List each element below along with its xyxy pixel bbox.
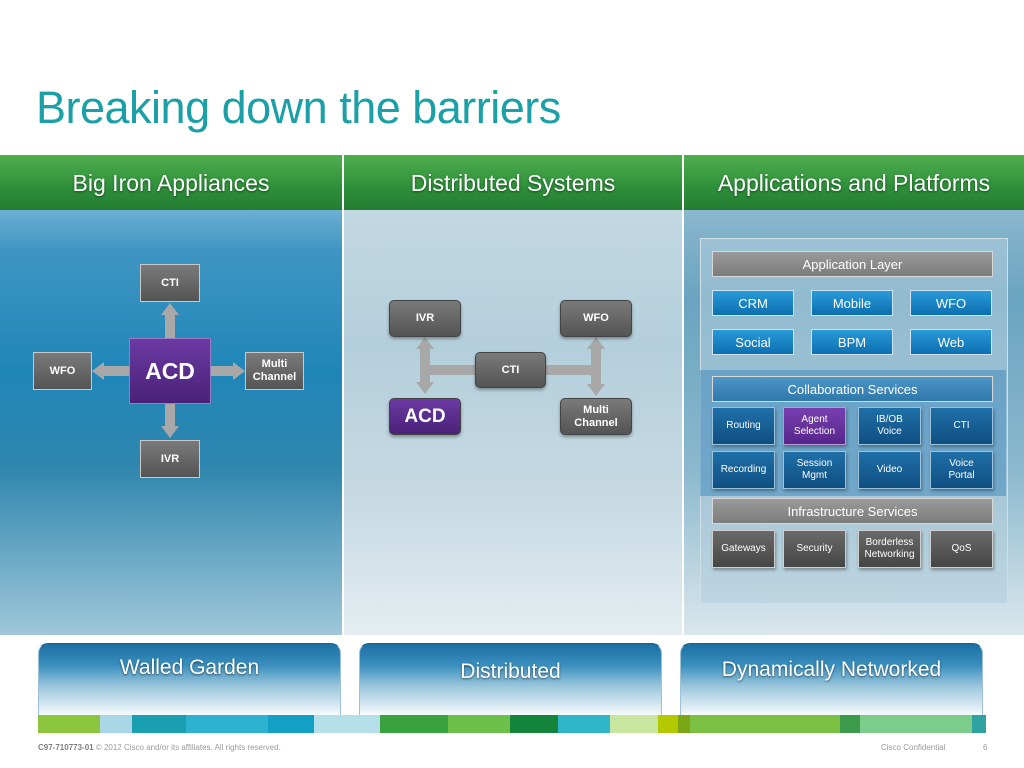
app-item-mobile: Mobile bbox=[811, 290, 893, 316]
collab-ibob-voice-line1: IB/OB bbox=[876, 414, 903, 425]
tab-walled-garden-label: Walled Garden bbox=[119, 656, 260, 679]
arrow-up-head bbox=[161, 303, 179, 315]
distributed-column bbox=[344, 155, 682, 635]
collab-session-mgmt: Session Mgmt bbox=[783, 451, 846, 489]
big-iron-multichannel-box: Multi Channel bbox=[245, 352, 304, 390]
app-item-crm: CRM bbox=[712, 290, 794, 316]
collab-voice-portal-line1: Voice bbox=[949, 458, 974, 469]
collab-routing-label: Routing bbox=[726, 420, 761, 431]
dist-multichannel-line2: Channel bbox=[574, 416, 618, 429]
collab-video: Video bbox=[858, 451, 921, 489]
footer-copyright-text: © 2012 Cisco and/or its affiliates. All … bbox=[95, 743, 281, 752]
collab-ibob-voice-line2: Voice bbox=[877, 426, 902, 437]
multichannel-line1: Multi bbox=[261, 358, 288, 370]
tab-dynamically-networked-label: Dynamically Networked bbox=[721, 658, 942, 681]
slide-title: Breaking down the barriers bbox=[36, 82, 561, 133]
infra-security-label: Security bbox=[796, 543, 833, 554]
footer-doc-id: C97-710773-01 bbox=[38, 743, 94, 752]
dist-left-arrow-down bbox=[416, 382, 434, 394]
application-layer-bar: Application Layer bbox=[712, 251, 993, 277]
big-iron-acd-box: ACD bbox=[129, 338, 211, 404]
arrow-down-head bbox=[161, 426, 179, 438]
footer-copyright: C97-710773-01 © 2012 Cisco and/or its af… bbox=[38, 743, 281, 752]
big-iron-wfo-box: WFO bbox=[33, 352, 92, 390]
app-item-web: Web bbox=[910, 329, 992, 355]
dist-left-shaft bbox=[420, 348, 430, 382]
arrow-left-shaft bbox=[103, 366, 129, 376]
infra-gateways: Gateways bbox=[712, 530, 775, 568]
tab-distributed-label: Distributed bbox=[460, 660, 561, 683]
page-number: 6 bbox=[983, 743, 988, 752]
arrow-up-shaft bbox=[165, 314, 175, 338]
collab-voice-portal: Voice Portal bbox=[930, 451, 993, 489]
dist-right-arrow-up bbox=[587, 337, 605, 349]
app-item-wfo: WFO bbox=[910, 290, 992, 316]
collaboration-services-bar: Collaboration Services bbox=[712, 376, 993, 402]
footer-confidential: Cisco Confidential bbox=[881, 743, 946, 752]
infra-qos: QoS bbox=[930, 530, 993, 568]
arrow-left-head bbox=[92, 362, 104, 380]
column-heading-distributed: Distributed Systems bbox=[344, 155, 682, 210]
app-item-social: Social bbox=[712, 329, 794, 355]
big-iron-ivr-box: IVR bbox=[140, 440, 200, 478]
arrow-right-head bbox=[233, 362, 245, 380]
infra-gateways-label: Gateways bbox=[721, 543, 766, 554]
infra-security: Security bbox=[783, 530, 846, 568]
collab-agent-selection: Agent Selection bbox=[783, 407, 846, 445]
dist-left-arrow-up bbox=[416, 337, 434, 349]
dist-connector-left bbox=[430, 365, 475, 375]
infra-qos-label: QoS bbox=[951, 543, 972, 554]
collab-ibob-voice: IB/OB Voice bbox=[858, 407, 921, 445]
collab-recording-label: Recording bbox=[720, 464, 767, 475]
infra-borderless-networking: Borderless Networking bbox=[858, 530, 921, 568]
app-item-bpm: BPM bbox=[811, 329, 893, 355]
infrastructure-services-bar: Infrastructure Services bbox=[712, 498, 993, 524]
dist-right-shaft bbox=[591, 348, 601, 384]
collab-video-label: Video bbox=[876, 464, 903, 475]
collab-voice-portal-line2: Portal bbox=[948, 470, 975, 481]
dist-acd-box: ACD bbox=[389, 398, 461, 435]
dist-right-arrow-down bbox=[587, 384, 605, 396]
big-iron-cti-box: CTI bbox=[140, 264, 200, 302]
dist-multichannel-line1: Multi bbox=[583, 403, 609, 416]
column-heading-big-iron: Big Iron Appliances bbox=[0, 155, 342, 210]
column-heading-platforms: Applications and Platforms bbox=[684, 155, 1024, 210]
tab-distributed: Distributed bbox=[359, 643, 662, 715]
collab-agent-selection-line2: Selection bbox=[793, 426, 836, 437]
collab-cti-label: CTI bbox=[953, 420, 970, 431]
arrow-right-shaft bbox=[211, 366, 235, 376]
collab-session-mgmt-line1: Session bbox=[796, 458, 833, 469]
collab-session-mgmt-line2: Mgmt bbox=[802, 470, 827, 481]
dist-cti-box: CTI bbox=[475, 352, 546, 388]
collab-cti: CTI bbox=[930, 407, 993, 445]
dist-multichannel-box: Multi Channel bbox=[560, 398, 632, 435]
infra-borderless-line2: Networking bbox=[864, 549, 915, 560]
tab-walled-garden: Walled Garden bbox=[38, 643, 341, 715]
collab-recording: Recording bbox=[712, 451, 775, 489]
dist-connector-right bbox=[546, 365, 591, 375]
color-strip bbox=[38, 715, 986, 733]
arrow-down-shaft bbox=[165, 404, 175, 428]
dist-wfo-box: WFO bbox=[560, 300, 632, 337]
collab-agent-selection-line1: Agent bbox=[801, 414, 828, 425]
infra-borderless-line1: Borderless bbox=[865, 537, 914, 548]
dist-ivr-box: IVR bbox=[389, 300, 461, 337]
multichannel-line2: Channel bbox=[252, 371, 297, 383]
collab-routing: Routing bbox=[712, 407, 775, 445]
tab-dynamically-networked: Dynamically Networked bbox=[680, 643, 983, 715]
